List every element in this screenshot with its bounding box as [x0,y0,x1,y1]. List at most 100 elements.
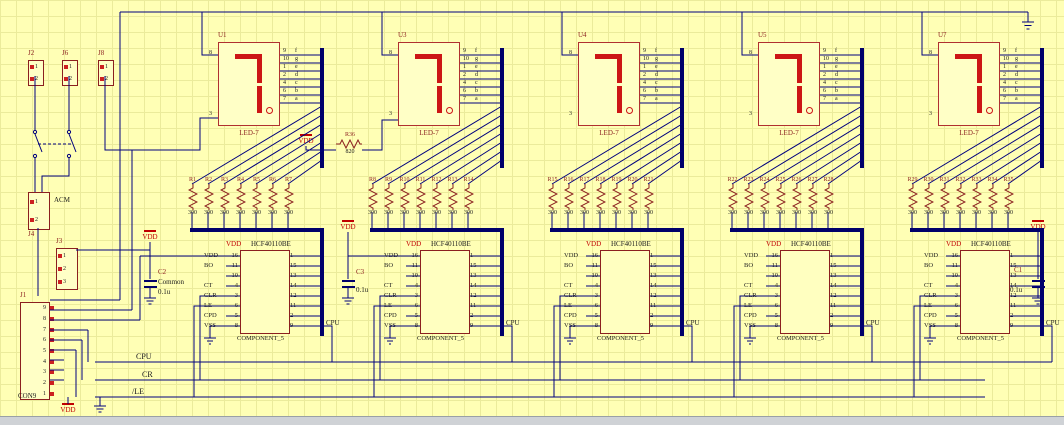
resistor-ref: R29 [907,177,918,183]
resistor-r36[interactable]: R36 820 [336,132,364,156]
resistor[interactable]: R30 300 [921,177,936,217]
display-body [938,42,1000,126]
pin-number: 7 [43,326,46,333]
ic-pin-number: 1 [650,252,654,259]
connector-j6[interactable]: J6 1 2 [62,42,92,86]
resistor[interactable]: R20 300 [625,177,640,217]
display-seg-letter: f [475,48,477,54]
display-seg-letter: a [835,96,838,102]
resistor-value: 300 [448,210,457,216]
vdd-symbol: VDD [56,403,80,414]
resistor[interactable]: R12 300 [429,177,444,217]
ic-pin-name: VDD [204,252,219,259]
seven-segment-display[interactable]: U1 LED-7 8 3 9 f 10 g 1 e 2 d 4 c [209,31,298,137]
ic-pin-number: 10 [411,272,419,279]
ic-pin-name: CT [564,282,573,289]
ic-pin-name: VDD [924,252,939,259]
counter-ic[interactable]: VDD HCF40110BE VDD 16 1 BO 11 15 10 13 C… [384,240,534,342]
switch-sw2[interactable] [66,129,77,159]
connector-j4[interactable]: 1 2 ACM J4 [28,192,70,238]
display-pin-number: 2 [643,72,646,78]
switch-sw1[interactable] [32,129,43,159]
resistor[interactable]: R32 300 [953,177,968,217]
resistor[interactable]: R25 300 [773,177,788,217]
resistor[interactable]: R18 300 [593,177,608,217]
resistor[interactable]: R9 300 [381,177,396,217]
resistor[interactable]: R2 300 [201,177,216,217]
resistor[interactable]: R29 300 [905,177,920,217]
resistor[interactable]: R34 300 [985,177,1000,217]
connector-j8[interactable]: J8 1 2 [98,42,128,86]
ic-pin-number: 4 [954,282,958,289]
seven-segment-display[interactable]: U3 LED-7 8 3 9 f 10 g 1 e 2 d 4 c [389,31,478,137]
ic-part-label: HCF40110BE [431,240,471,248]
pin-number: 2 [69,76,72,82]
vdd-symbol: VDD [294,134,318,145]
resistor[interactable]: R27 300 [805,177,820,217]
pin-row: 2 [29,211,49,229]
ic-pin-number: 8 [234,322,238,329]
segment-c [257,86,262,113]
resistor[interactable]: R15 300 [545,177,560,217]
resistor[interactable]: R3 300 [217,177,232,217]
resistor[interactable]: R23 300 [741,177,756,217]
counter-ic[interactable]: VDD HCF40110BE VDD 16 1 BO 11 15 10 13 C… [204,240,354,342]
seven-segment-display[interactable]: U7 LED-7 8 3 9 f 10 g 1 e 2 d 4 c [929,31,1018,137]
resistor[interactable]: R21 300 [641,177,656,217]
resistor[interactable]: R13 300 [445,177,460,217]
ic-part-label: HCF40110BE [791,240,831,248]
ic-pin-number: 2 [650,312,654,319]
connector-j2[interactable]: J2 1 2 [28,42,58,86]
resistor[interactable]: R33 300 [969,177,984,217]
resistor-ref: R34 [987,177,998,183]
resistor[interactable]: R16 300 [561,177,576,217]
counter-ic[interactable]: VDD HCF40110BE VDD 16 1 BO 11 15 10 13 C… [744,240,894,342]
resistor-symbol [415,184,426,210]
resistor[interactable]: R4 300 [233,177,248,217]
resistor[interactable]: R22 300 [725,177,740,217]
resistor[interactable]: R5 300 [249,177,264,217]
display-seg-letter: c [655,80,658,86]
pin-number: 2 [105,76,108,82]
display-seg-letter: a [295,96,298,102]
capacitor-plate [144,280,157,282]
display-seg-letter: a [1015,96,1018,102]
resistor[interactable]: R24 300 [757,177,772,217]
segment-c [797,86,802,113]
display-pin-number: 4 [823,80,826,86]
connector-j1[interactable]: J1 9 8 7 6 5 4 3 2 1 CON9 [18,284,54,400]
pin-row: 2 [99,73,113,85]
resistor-symbol [611,184,622,210]
resistor-value: 300 [776,210,785,216]
resistor-ref: R33 [971,177,982,183]
ic-part-label: HCF40110BE [251,240,291,248]
ic-pin-name: VDD [564,252,579,259]
resistor[interactable]: R6 300 [265,177,280,217]
counter-ic[interactable]: VDD HCF40110BE VDD 16 1 BO 11 15 10 13 C… [924,240,1064,342]
resistor[interactable]: R14 300 [461,177,476,217]
counter-ic[interactable]: VDD HCF40110BE VDD 16 1 BO 11 15 10 13 C… [564,240,714,342]
resistor[interactable]: R7 300 [281,177,296,217]
connector-j3[interactable]: J3 1 2 3 [56,230,78,290]
segment-a [775,54,802,59]
display-ref: U4 [578,31,587,39]
seven-segment-display[interactable]: U4 LED-7 8 3 9 f 10 g 1 e 2 d 4 c [569,31,658,137]
seven-segment-display[interactable]: U5 LED-7 8 3 9 f 10 g 1 e 2 d 4 c [749,31,838,137]
resistor-ref: R5 [252,177,260,183]
resistor[interactable]: R17 300 [577,177,592,217]
resistor[interactable]: R19 300 [609,177,624,217]
resistor[interactable]: R26 300 [789,177,804,217]
resistor[interactable]: R11 300 [413,177,428,217]
capacitor-value: 0.1u [1010,286,1023,294]
resistor[interactable]: R1 300 [185,177,200,217]
resistor[interactable]: R10 300 [397,177,412,217]
resistor[interactable]: R31 300 [937,177,952,217]
resistor-ref: R11 [415,177,426,183]
resistor[interactable]: R35 300 [1001,177,1016,217]
pin-number: 9 [43,305,46,312]
resistor[interactable]: R8 300 [365,177,380,217]
ic-pin-number: 1 [1010,252,1014,259]
vdd-label: VDD [142,233,158,241]
resistor[interactable]: R28 300 [821,177,836,217]
display-pin-number: 1 [823,64,826,70]
